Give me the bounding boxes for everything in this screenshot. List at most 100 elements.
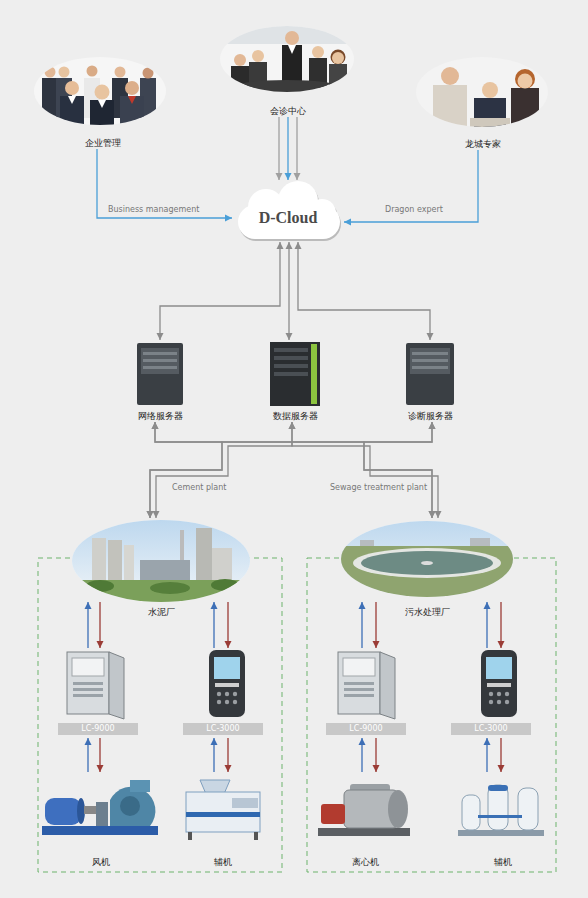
connector-group bbox=[364, 422, 436, 518]
arrow-head bbox=[427, 333, 434, 340]
text-group: LC-9000 bbox=[58, 723, 138, 735]
node-box: 诊断服务器 bbox=[390, 340, 470, 422]
node-box: 数据服务器 bbox=[255, 340, 335, 422]
chimney bbox=[180, 530, 184, 560]
handheld-bar bbox=[215, 683, 239, 687]
building bbox=[470, 538, 490, 546]
hair bbox=[331, 50, 346, 65]
cabinet-door bbox=[109, 652, 124, 719]
silo bbox=[124, 545, 134, 580]
connector-group bbox=[97, 738, 104, 772]
handheld-screen bbox=[214, 657, 240, 679]
fan-outlet bbox=[130, 780, 150, 792]
node-label: 企业管理 bbox=[35, 137, 170, 149]
node-box: 污水处理厂 bbox=[338, 518, 516, 602]
cement-plant-photo bbox=[70, 518, 252, 610]
key bbox=[217, 700, 221, 704]
arrow-head bbox=[152, 422, 159, 429]
arrow-head bbox=[225, 765, 232, 772]
key bbox=[489, 692, 493, 696]
server-tower bbox=[137, 343, 183, 405]
skid bbox=[458, 830, 544, 836]
connector bbox=[292, 422, 438, 518]
node-box: 网络服务器 bbox=[120, 340, 200, 422]
node-box: 水泥厂 bbox=[70, 518, 252, 602]
leg bbox=[188, 832, 192, 840]
connector-group bbox=[147, 422, 436, 518]
node-label: LC-3000 bbox=[451, 723, 531, 735]
arrow-head bbox=[429, 422, 436, 429]
arrow-head bbox=[285, 173, 292, 180]
node-label: 数据服务器 bbox=[255, 410, 335, 422]
silo bbox=[108, 540, 122, 580]
fan-inlet bbox=[120, 796, 140, 816]
handheld bbox=[481, 650, 517, 717]
person-body bbox=[329, 64, 347, 90]
node-box: LC-3000 bbox=[448, 648, 533, 738]
cabinet-body bbox=[338, 652, 380, 714]
person-head bbox=[312, 46, 324, 58]
shirt bbox=[288, 45, 296, 54]
desk bbox=[470, 118, 510, 128]
edge-label: Business management bbox=[108, 205, 199, 215]
person-head bbox=[332, 52, 344, 64]
coupling bbox=[84, 806, 96, 814]
arrow-head bbox=[373, 765, 380, 772]
arrow-head bbox=[97, 641, 104, 648]
conveyor bbox=[232, 798, 258, 808]
building bbox=[360, 540, 374, 546]
connector bbox=[97, 149, 232, 218]
text-group: 风机 bbox=[38, 856, 163, 868]
connector-group bbox=[225, 738, 232, 772]
cabinet-row bbox=[73, 682, 103, 685]
node-label: 风机 bbox=[38, 856, 163, 868]
connector-group bbox=[498, 738, 505, 772]
node-box: 辅机 bbox=[178, 772, 268, 868]
connector-group bbox=[97, 602, 104, 648]
connector-group bbox=[295, 242, 434, 340]
rack-stripe bbox=[311, 344, 317, 404]
drive-bay bbox=[143, 352, 177, 355]
text-group: 离心机 bbox=[315, 856, 415, 868]
node-label: 网络服务器 bbox=[120, 410, 200, 422]
person-body bbox=[474, 98, 506, 133]
arrow-head bbox=[359, 602, 366, 609]
tank bbox=[518, 788, 538, 830]
arrow-head bbox=[429, 511, 436, 518]
text-group: LC-9000 bbox=[326, 723, 406, 735]
person-body bbox=[433, 85, 467, 130]
sky bbox=[338, 518, 518, 608]
arrow-head bbox=[294, 173, 301, 180]
node-box: 离心机 bbox=[315, 772, 415, 868]
cabinet-row bbox=[73, 688, 103, 691]
experts-photo bbox=[433, 67, 539, 133]
connector bbox=[278, 117, 279, 180]
node-box: LC-9000 bbox=[55, 648, 140, 738]
arrow-head bbox=[484, 738, 491, 745]
dashed-frame bbox=[307, 558, 556, 872]
arrow-head bbox=[276, 173, 283, 180]
node-label: LC-9000 bbox=[326, 723, 406, 735]
handheld-screen bbox=[486, 657, 512, 679]
key bbox=[497, 700, 501, 704]
node-box: LC-3000 bbox=[180, 648, 265, 738]
trees bbox=[211, 579, 239, 591]
connector-group bbox=[286, 242, 293, 340]
motor-end bbox=[77, 798, 85, 824]
arrow-head bbox=[289, 422, 296, 429]
edge-label: Dragon expert bbox=[385, 205, 443, 215]
shirt bbox=[98, 100, 106, 108]
fan-volute bbox=[110, 787, 155, 826]
dashed-frame bbox=[38, 558, 282, 872]
arrow-head bbox=[157, 333, 164, 340]
key bbox=[225, 700, 229, 704]
arrow-head bbox=[225, 641, 232, 648]
wall bbox=[220, 26, 354, 44]
connector-group bbox=[211, 738, 218, 772]
arrow-head bbox=[286, 242, 293, 249]
cabinet-body bbox=[67, 652, 109, 714]
arrow-head bbox=[498, 641, 505, 648]
arrow-head bbox=[277, 242, 284, 249]
key bbox=[497, 692, 501, 696]
